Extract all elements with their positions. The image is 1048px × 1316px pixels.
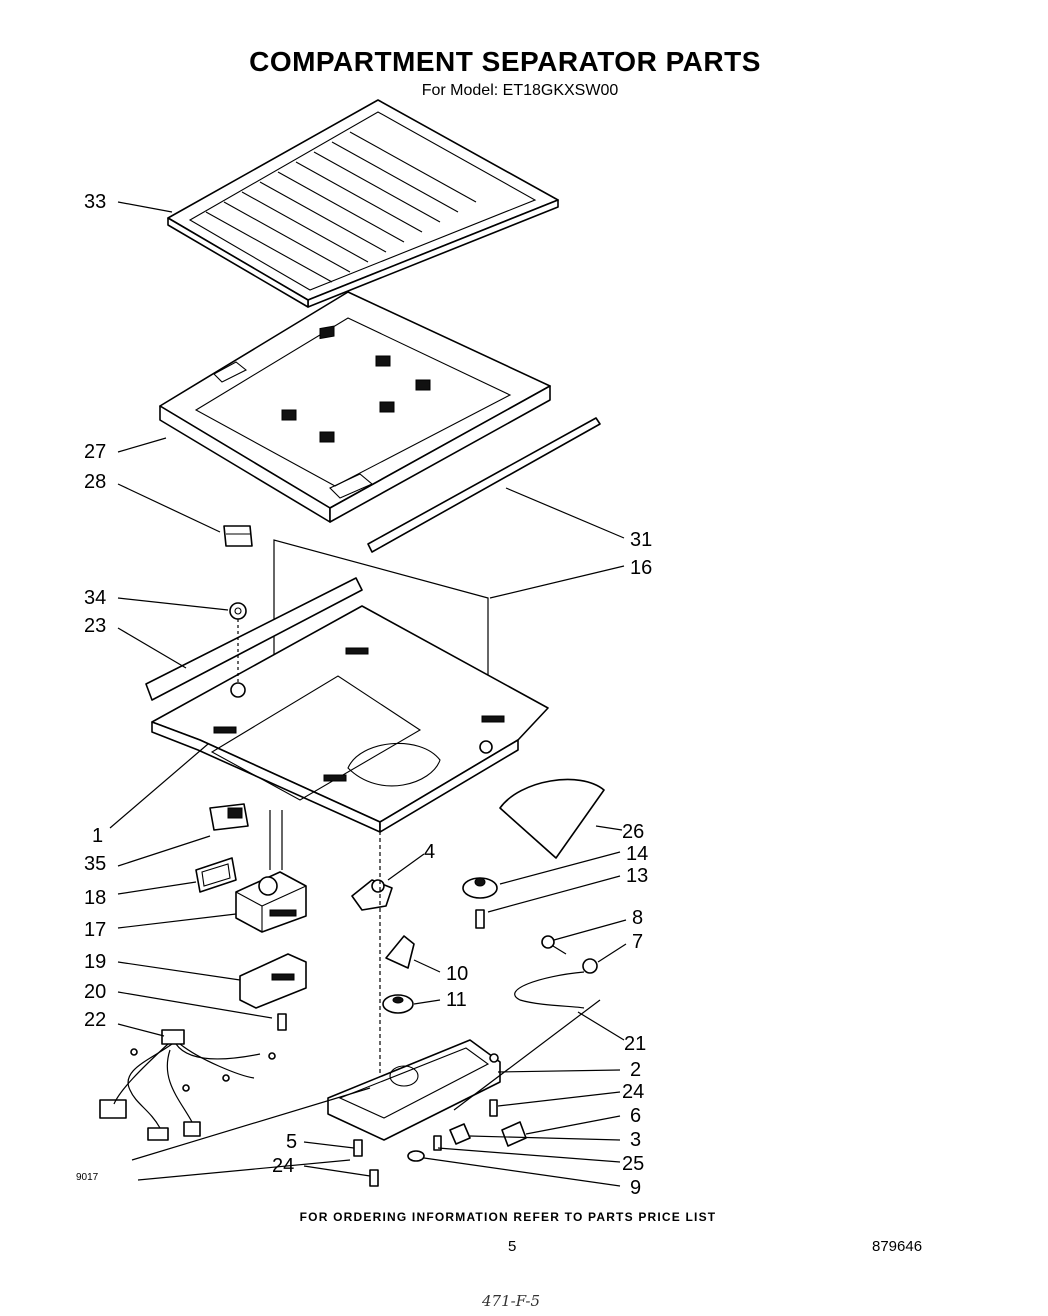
grille-rib (331, 141, 459, 213)
part-33-shelf-grille (167, 99, 559, 308)
leader-lines (109, 201, 627, 1187)
part-35-knob (209, 803, 249, 831)
grille-rib (349, 131, 477, 203)
callout-5: 5 (286, 1131, 297, 1153)
part-25-screw (433, 1135, 442, 1151)
callout-35: 35 (84, 853, 106, 875)
callout-9: 9 (630, 1177, 641, 1199)
part-2-housing (327, 1039, 501, 1141)
callout-26: 26 (622, 821, 644, 843)
part-27-separator-cover (159, 291, 551, 523)
part-24-screw (489, 1099, 498, 1117)
grille-rib (295, 161, 423, 233)
callout-18: 18 (84, 887, 106, 909)
part-9-cap (407, 1150, 425, 1162)
callout-20: 20 (84, 981, 106, 1003)
callout-2: 2 (630, 1059, 641, 1081)
grille-rib (313, 151, 441, 223)
callout-27: 27 (84, 441, 106, 463)
diagram-code: 9017 (76, 1172, 99, 1183)
part-6-switch (501, 1121, 527, 1147)
part-23-rail (145, 577, 363, 701)
part-1-divider-pan (151, 605, 549, 833)
callout-4: 4 (424, 841, 435, 863)
part-26-insulation (499, 778, 605, 859)
callout-19: 19 (84, 951, 106, 973)
ordering-note: FOR ORDERING INFORMATION REFER TO PARTS … (299, 1210, 717, 1224)
part-14-damper (462, 877, 498, 899)
callout-6: 6 (630, 1105, 641, 1127)
document-number: 879646 (872, 1238, 923, 1255)
part-13-screw (475, 909, 485, 929)
callout-17: 17 (84, 919, 106, 941)
callout-7: 7 (632, 931, 643, 953)
callout-23: 23 (84, 615, 106, 637)
part-3-switch (449, 1123, 471, 1145)
part-21-harness (514, 971, 585, 1009)
callout-14: 14 (626, 843, 648, 865)
part-7-socket (582, 958, 598, 974)
grille-rib (241, 191, 369, 263)
part-22-wire-harness (99, 1029, 276, 1141)
part-18-bezel (195, 857, 237, 893)
callout-3: 3 (630, 1129, 641, 1151)
callout-28: 28 (84, 471, 106, 493)
callout-10: 10 (446, 963, 468, 985)
part-10-switch (385, 935, 415, 969)
part-5-screw (353, 1139, 363, 1157)
part-20-screw (277, 1013, 287, 1031)
callout-16: 16 (630, 557, 652, 579)
callout-25: 25 (622, 1153, 644, 1175)
callout-13: 13 (626, 865, 648, 887)
handwritten-note: 471-F-5 (482, 1292, 541, 1310)
part-34-grommet (229, 602, 247, 684)
callout-34: 34 (84, 587, 106, 609)
grille-rib (259, 181, 387, 253)
callout-11: 11 (446, 989, 467, 1011)
part-17-control-box (235, 871, 307, 933)
model-subtitle: For Model: ET18GKXSW00 (421, 82, 619, 99)
part-8-bulb (541, 935, 567, 955)
callout-33: 33 (84, 191, 106, 213)
grille-rib (277, 171, 405, 243)
callout-24: 24 (272, 1155, 294, 1177)
part-31-gasket-strip (367, 417, 601, 553)
part-28-block (223, 525, 253, 547)
callout-21: 21 (624, 1033, 646, 1055)
callout-24: 24 (622, 1081, 644, 1103)
grille-rib (205, 211, 333, 283)
callout-31: 31 (630, 529, 652, 551)
part-11-disc (382, 994, 414, 1014)
part-19-bracket (239, 953, 307, 1009)
part-4-mount (351, 879, 393, 911)
page-number: 5 (508, 1238, 517, 1255)
grille-rib (223, 201, 351, 273)
part-24-screw-lower (369, 1169, 379, 1187)
callout-22: 22 (84, 1009, 106, 1031)
page-title: COMPARTMENT SEPARATOR PARTS (249, 46, 761, 77)
callout-8: 8 (632, 907, 643, 929)
callout-1: 1 (92, 825, 103, 847)
